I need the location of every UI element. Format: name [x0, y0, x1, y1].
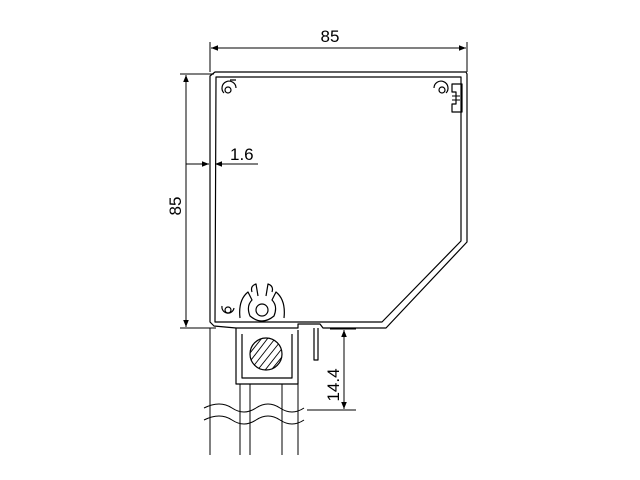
- fabric-section: [203, 328, 305, 455]
- break-line-lower: [203, 415, 305, 425]
- bottom-offset-dimension: 14.4: [307, 328, 356, 411]
- profile-outer-contour: [209, 71, 468, 329]
- cassette-profile: [209, 71, 468, 361]
- guide-fin: [313, 328, 319, 361]
- wall-thickness-label: 1.6: [230, 145, 254, 164]
- width-dimension: 85: [209, 27, 468, 72]
- weight-rod: [249, 337, 283, 371]
- screw-port-top-left: [221, 79, 237, 94]
- end-clip: [451, 83, 463, 113]
- bottom-bar: [235, 328, 299, 385]
- bottom-bar-outer: [235, 328, 299, 385]
- wall-thickness-dimension: 1.6: [186, 145, 258, 167]
- seal-holder: [239, 291, 285, 322]
- height-dimension: 85: [166, 73, 216, 329]
- screw-port-top-right: [433, 80, 449, 94]
- bottom-offset-label: 14.4: [324, 368, 343, 401]
- profile-inner-contour: [214, 76, 462, 323]
- break-line-upper: [203, 403, 305, 413]
- bottom-bar-inner: [241, 334, 293, 379]
- width-dimension-label: 85: [321, 27, 340, 46]
- height-dimension-label: 85: [166, 197, 185, 216]
